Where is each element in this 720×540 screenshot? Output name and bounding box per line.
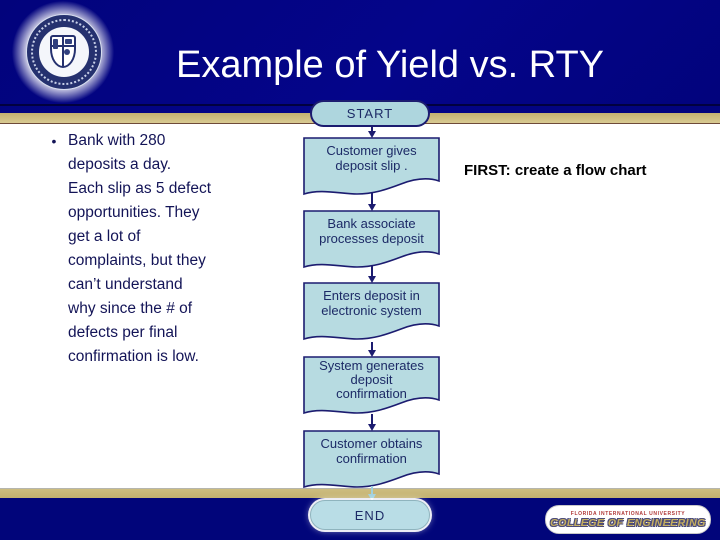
step-label: Bank associate processes deposit [319, 216, 424, 246]
flowchart-step-customer-gives-slip: Customer gives deposit slip . [303, 137, 440, 197]
step-label: System generates deposit confirmation [319, 358, 424, 401]
slide-title: Example of Yield vs. RTY [175, 44, 605, 86]
flowchart-end-node: END [310, 500, 430, 530]
university-name: FLORIDA INTERNATIONAL UNIVERSITY [570, 510, 686, 517]
seal-torch-icon [53, 39, 58, 49]
bullet-text: Bank with 280 deposits a day. Each slip … [68, 132, 212, 365]
header-bar: Example of Yield vs. RTY [0, 0, 720, 113]
seal-globe-icon [64, 49, 70, 55]
document-shape-icon [303, 137, 440, 196]
flow-arrow-icon [368, 342, 376, 357]
flowchart-step-bank-associate: Bank associate processes deposit [303, 210, 440, 270]
document-shape-icon [303, 356, 440, 415]
side-note: FIRST: create a flow chart [464, 162, 647, 179]
flow-arrow-icon [368, 414, 376, 431]
flowchart-step-enters-deposit: Enters deposit in electronic system [303, 282, 440, 342]
step-label: Enters deposit in electronic system [321, 288, 422, 318]
flow-arrow-light-icon [368, 486, 376, 501]
document-shape-icon [303, 430, 440, 489]
document-shape-icon [303, 210, 440, 269]
flow-arrow-icon [368, 193, 376, 211]
bullet-paragraph: • Bank with 280 deposits a day. Each sli… [40, 129, 270, 369]
flow-arrow-icon [368, 125, 376, 138]
step-label: Customer obtains confirmation [320, 436, 423, 466]
college-name: COLLEGE OF ENGINEERING [550, 516, 706, 529]
bullet-icon: • [51, 133, 57, 149]
seal-book-icon [65, 39, 72, 44]
fiu-seal-logo [12, 1, 114, 103]
step-label: Customer gives deposit slip . [326, 143, 417, 173]
document-shape-icon [303, 282, 440, 341]
flowchart-start-node: START [310, 100, 430, 127]
flow-arrow-icon [368, 265, 376, 283]
flowchart-step-system-generates: System generates deposit confirmation [303, 356, 440, 416]
flowchart-step-customer-obtains: Customer obtains confirmation [303, 430, 440, 490]
college-of-engineering-badge: FLORIDA INTERNATIONAL UNIVERSITY COLLEGE… [545, 505, 711, 534]
